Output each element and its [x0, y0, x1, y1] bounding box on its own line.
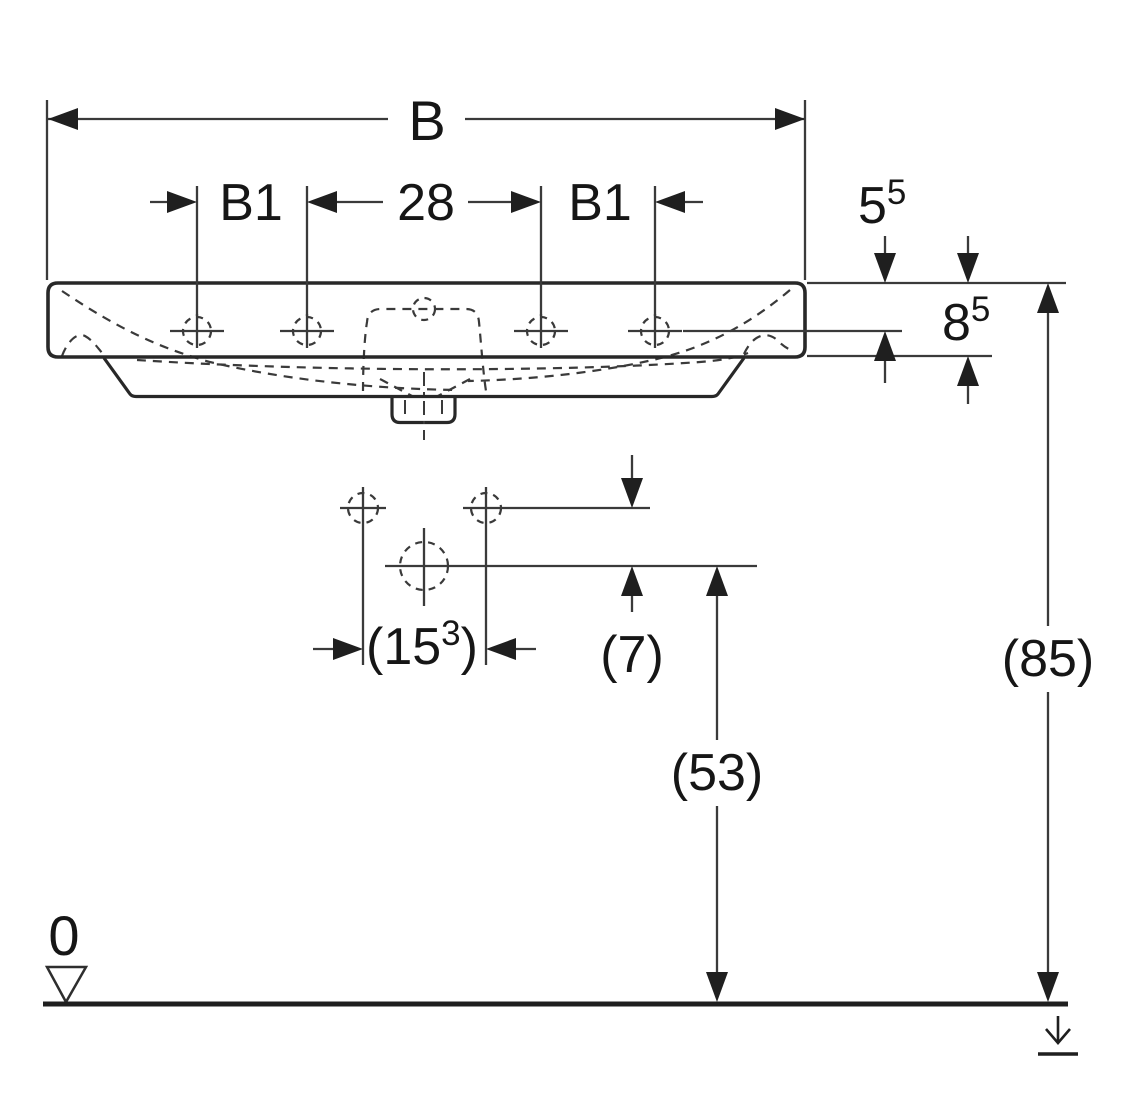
floor-datum: 0	[43, 904, 1068, 1007]
basin-front-view	[46, 281, 807, 440]
arrowhead-down	[706, 972, 728, 1002]
dimension-taphole-row: B1 28 B1	[150, 174, 703, 316]
arrowhead-left	[307, 191, 337, 213]
dimension-b1-right-label: B1	[568, 174, 632, 232]
arrowhead-left	[486, 638, 516, 660]
arrowhead-down	[621, 478, 643, 508]
dimension-53-label: (53)	[671, 744, 763, 802]
dimension-5-5-label: 55	[858, 173, 906, 235]
arrowhead-right	[511, 191, 541, 213]
dimension-b-label: B	[408, 89, 445, 152]
dimension-8-5-label: 85	[942, 290, 990, 352]
drain-connection	[385, 528, 757, 606]
supply-connection-right	[463, 487, 509, 665]
dimension-85-label: (85)	[1002, 630, 1094, 688]
arrowhead-left	[48, 108, 78, 130]
arrowhead	[655, 191, 685, 213]
basin-body-outline	[46, 281, 807, 359]
dimension-rim-thickness: 85	[942, 236, 990, 404]
overflow-hole	[411, 296, 437, 322]
dimension-supply-spacing: (153)	[313, 614, 536, 676]
dimension-supply-to-drain: (7)	[600, 455, 664, 684]
drain-funnel-right	[437, 378, 471, 397]
dimension-b1-left-label: B1	[219, 174, 283, 232]
arrowhead-up	[1037, 283, 1059, 313]
arrowhead-up	[706, 566, 728, 596]
arrowhead-up	[957, 356, 979, 386]
dimension-b1-left: B1	[150, 174, 283, 232]
overflow-pocket	[361, 307, 488, 392]
dimension-drain-height: (53)	[671, 566, 763, 1002]
drain-funnel-left	[379, 378, 413, 397]
left-arch	[60, 333, 105, 357]
bowl-sweep-left	[61, 290, 459, 392]
reference-lines-right	[683, 281, 1066, 358]
taphole-1	[170, 314, 224, 348]
arrowhead-up	[874, 331, 896, 361]
arrowhead	[167, 191, 197, 213]
taphole-4	[628, 314, 682, 348]
arrowhead-down	[1037, 972, 1059, 1002]
dimension-b1-right: B1	[568, 174, 703, 232]
basin-apron-outline	[102, 357, 746, 399]
floor-arrow-head	[1045, 1028, 1071, 1045]
dimension-28: 28	[307, 174, 541, 232]
dimension-rim-to-taphole: 55	[858, 173, 906, 383]
dimension-7-label: (7)	[600, 626, 664, 684]
dimension-rim-height: (85)	[1002, 283, 1094, 1002]
taphole-3	[514, 314, 568, 348]
dimension-total-width: B	[45, 89, 807, 280]
taphole-2	[280, 314, 334, 348]
dimension-28-label: 28	[397, 174, 455, 232]
datum-triangle	[44, 965, 89, 1005]
right-arch	[742, 334, 795, 355]
datum-zero-label: 0	[48, 904, 79, 967]
arrowhead-right	[333, 638, 363, 660]
arrowhead-right	[775, 108, 805, 130]
arrowhead-up	[621, 566, 643, 596]
arrowhead-down	[874, 253, 896, 283]
arrowhead-down	[957, 253, 979, 283]
supply-connection-left	[340, 487, 386, 665]
dimension-15-3-label: (153)	[366, 614, 478, 676]
bowl-bottom-contour	[136, 351, 749, 371]
bowl-sweep-right	[467, 289, 791, 383]
basin-hidden-lines	[60, 289, 795, 397]
floor-direction-symbol	[1038, 1016, 1078, 1056]
